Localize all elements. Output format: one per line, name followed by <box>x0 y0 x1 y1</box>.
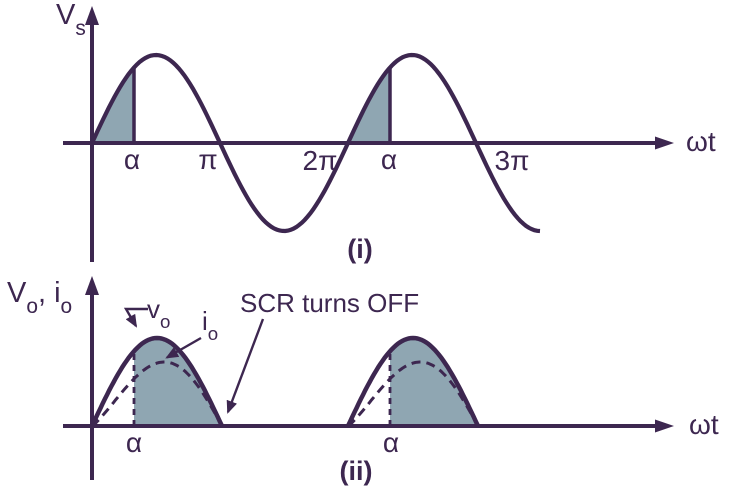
output-current-curve-1 <box>91 360 224 428</box>
tick-2pi: 2π <box>302 145 338 176</box>
shaded-region-bottom-1 <box>134 338 222 426</box>
top-y-axis-label: Vs <box>56 0 86 40</box>
top-y-axis-arrow <box>85 6 99 25</box>
vo-curve-label: vo <box>147 294 171 332</box>
tick-3pi: 3π <box>494 145 530 176</box>
bottom-x-axis-label: ωt <box>689 409 719 440</box>
output-current-curve-2 <box>347 360 480 428</box>
tick-pi: π <box>198 144 218 175</box>
caption-bottom-plot: (ii) <box>339 456 373 486</box>
vo-leader-arrow <box>123 307 148 328</box>
shaded-region-bottom-2 <box>390 338 478 426</box>
top-x-axis-label: ωt <box>686 126 716 157</box>
bottom-y-axis-label: Vo, io <box>7 277 73 318</box>
top-x-axis-arrow <box>655 136 674 150</box>
output-voltage-pulse-2 <box>345 335 481 427</box>
caption-top-plot: (i) <box>347 234 373 264</box>
scr-turns-off-annotation: SCR turns OFF <box>240 288 420 318</box>
tick-alpha-bottom-1: α <box>125 427 143 458</box>
io-leader-arrow <box>165 336 202 359</box>
tick-alpha-top-2: α <box>380 144 398 175</box>
output-voltage-pulse-1 <box>89 335 225 427</box>
tick-alpha-bottom-2: α <box>382 427 400 458</box>
bottom-x-axis-arrow <box>655 419 674 433</box>
tick-alpha-top-1: α <box>123 144 141 175</box>
io-curve-label: io <box>202 306 219 344</box>
bottom-y-axis-arrow <box>85 276 99 295</box>
scr-off-leader-arrow <box>226 318 265 414</box>
source-voltage-curve <box>90 52 541 234</box>
